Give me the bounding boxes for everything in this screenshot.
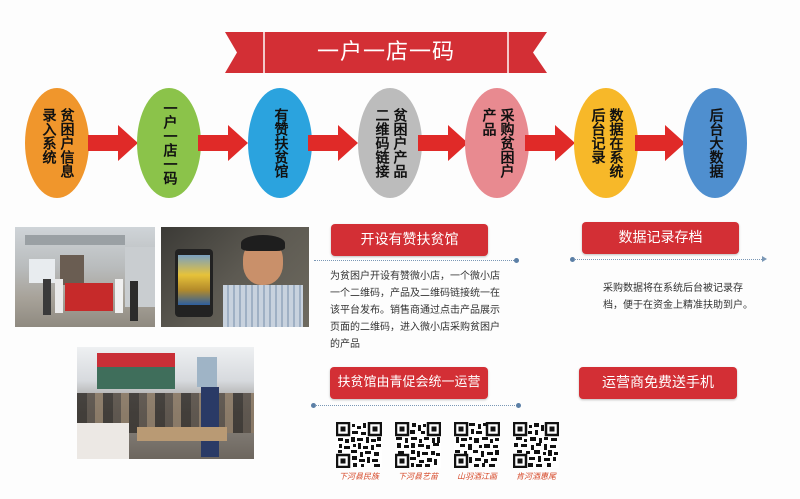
banner-title: 一户一店一码 xyxy=(316,40,455,65)
qr-label-3: 山羽酒江画 xyxy=(457,472,497,481)
divider-arrowhead-icon xyxy=(762,256,767,262)
arrow-right-icon xyxy=(308,125,358,161)
data-record-description: 采购数据将在系统后台被记录存档，便于在资金上精准扶助到户。 xyxy=(603,283,753,311)
node-text-col: 采购贫困户 xyxy=(498,108,515,178)
section-tag-open-store: 开设有赞扶贫馆 xyxy=(331,224,488,256)
qr-label-1: 下河县民族 xyxy=(339,472,379,481)
arrow-right-icon xyxy=(635,125,685,161)
qr-code-1[interactable] xyxy=(335,421,383,469)
dotted-divider xyxy=(574,259,764,261)
open-store-description: 为贫困户开设有赞微小店，一个微小店一个二维码，产品及二维码链接统一在该平台发布。… xyxy=(330,271,500,350)
photo-man-with-phone xyxy=(161,227,309,327)
flow-node-product-qr-link: 贫困户产品 二维码链接 xyxy=(358,88,422,198)
section-tag-operation: 扶贫馆由青促会统一运营 xyxy=(330,367,488,399)
qr-code-icon xyxy=(335,421,383,469)
arrow-right-icon xyxy=(525,125,575,161)
node-text-col: 后台记录 xyxy=(589,108,606,164)
flow-node-purchase: 采购贫困户 产品 xyxy=(465,88,529,198)
node-text-col: 有赞扶贫馆 xyxy=(272,108,289,178)
qr-code-icon xyxy=(512,421,560,469)
qr-code-icon xyxy=(453,421,501,469)
qr-label-2: 下河县艺苗 xyxy=(398,472,438,481)
photo-classroom-training xyxy=(77,347,254,459)
section-tag-data-record: 数据记录存档 xyxy=(582,222,739,254)
arrow-right-icon xyxy=(418,125,468,161)
flow-node-big-data: 后台大数据 xyxy=(683,88,747,198)
flow-node-backend-record: 数据在系统 后台记录 xyxy=(574,88,638,198)
node-text-col: 贫困户产品 xyxy=(391,108,408,178)
divider-dot xyxy=(570,257,575,262)
dotted-divider xyxy=(315,405,517,407)
node-text-col: 产品 xyxy=(480,108,497,136)
arrow-right-icon xyxy=(88,125,138,161)
dotted-divider xyxy=(314,260,516,262)
photo-group-banner xyxy=(15,227,155,327)
qr-code-3[interactable] xyxy=(453,421,501,469)
title-banner: 一户一店一码 xyxy=(225,32,547,73)
process-flow: 贫困户信息 录入系统 一户一店一码 有赞扶贫馆 贫困户产品 二维码链接 xyxy=(0,80,800,210)
node-text-col: 录入系统 xyxy=(40,108,57,164)
node-text-col: 贫困户信息 xyxy=(58,108,75,178)
flow-node-register: 贫困户信息 录入系统 xyxy=(25,88,89,198)
divider-dot xyxy=(514,258,519,263)
divider-dot xyxy=(311,403,316,408)
ribbon-shape xyxy=(225,32,547,73)
qr-code-2[interactable] xyxy=(394,421,442,469)
section-tag-free-phone: 运营商免费送手机 xyxy=(579,367,737,399)
flow-node-youzan-store: 有赞扶贫馆 xyxy=(248,88,312,198)
node-text-col: 数据在系统 xyxy=(607,108,624,178)
qr-code-4[interactable] xyxy=(512,421,560,469)
node-text-col: 一户一店一码 xyxy=(161,101,178,185)
divider-dot xyxy=(516,403,521,408)
node-text-col: 二维码链接 xyxy=(373,108,390,178)
node-text-col: 后台大数据 xyxy=(707,108,724,178)
qr-code-icon xyxy=(394,421,442,469)
flow-node-one-store-one-code: 一户一店一码 xyxy=(137,88,201,198)
arrow-right-icon xyxy=(198,125,248,161)
qr-label-4: 肯河酒惠尾 xyxy=(516,472,556,481)
